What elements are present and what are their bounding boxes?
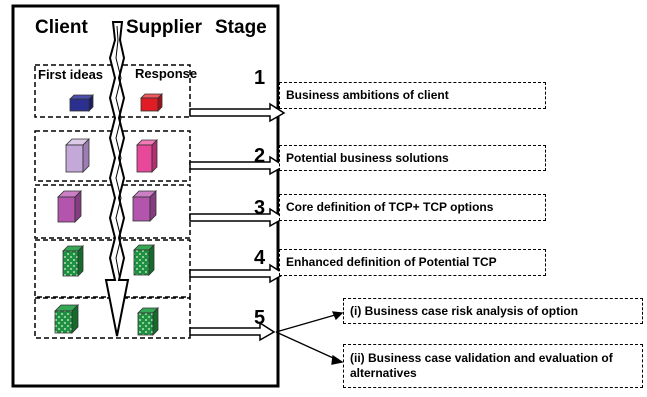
stage-5-supplier-cube xyxy=(137,307,159,336)
stage-4-label: Enhanced definition of Potential TCP xyxy=(286,255,497,269)
stage-2-arrow xyxy=(189,155,286,176)
stage-5-arrow xyxy=(189,321,276,342)
stage-4-label-box: Enhanced definition of Potential TCP xyxy=(279,249,546,276)
stage-5-region xyxy=(34,297,191,339)
stage-2-supplier-cube xyxy=(136,139,158,173)
stage-1-number: 1 xyxy=(254,67,266,89)
stage-header: Stage xyxy=(215,17,267,38)
stage-3-region xyxy=(34,184,191,239)
stage-5-number: 5 xyxy=(254,307,266,329)
main-frame xyxy=(11,4,280,388)
stage-4-region xyxy=(34,239,191,298)
stage-5-option-1-box: (i) Business case risk analysis of optio… xyxy=(343,298,643,324)
client-subheader: First ideas xyxy=(38,67,104,82)
stage-4-number: 4 xyxy=(254,247,266,269)
stage-4-supplier-cube xyxy=(133,244,155,276)
stage-5-option-1-label: (i) Business case risk analysis of optio… xyxy=(350,303,579,318)
stage-1-label-box: Business ambitions of client xyxy=(279,82,546,109)
supplier-subheader: Response xyxy=(135,66,198,81)
stage-1-label: Business ambitions of client xyxy=(286,88,449,102)
stage-4-client-cube xyxy=(62,245,84,277)
process-flow-arrow xyxy=(104,21,130,337)
stage-1-arrow xyxy=(189,102,286,123)
stage-2-number: 2 xyxy=(254,145,266,167)
stage-2-region xyxy=(34,130,191,182)
stage-3-client-cube xyxy=(57,190,82,223)
stage-2-label-box: Potential business solutions xyxy=(279,145,546,171)
stage-4-arrow xyxy=(189,263,286,284)
stage-3-arrow xyxy=(189,207,286,228)
stage-1-supplier-cube xyxy=(140,93,163,112)
stage-5-client-cube xyxy=(54,304,79,334)
stage-5-branch-arrows xyxy=(275,311,344,365)
stage-2-client-cube xyxy=(65,138,90,173)
stage-3-label-box: Core definition of TCP+ TCP options xyxy=(279,194,546,221)
stage-3-number: 3 xyxy=(254,197,266,219)
client-header: Client xyxy=(35,17,88,38)
stage-3-supplier-cube xyxy=(132,190,157,222)
stage-5-option-2-label: (ii) Business case validation and evalua… xyxy=(350,351,613,380)
stage-1-region xyxy=(34,64,191,118)
stage-3-label: Core definition of TCP+ TCP options xyxy=(286,200,494,214)
stage-5-option-2-box: (ii) Business case validation and evalua… xyxy=(343,344,643,388)
stage-1-client-cube xyxy=(69,94,94,112)
stage-2-label: Potential business solutions xyxy=(286,150,449,165)
supplier-header: Supplier xyxy=(126,17,203,38)
